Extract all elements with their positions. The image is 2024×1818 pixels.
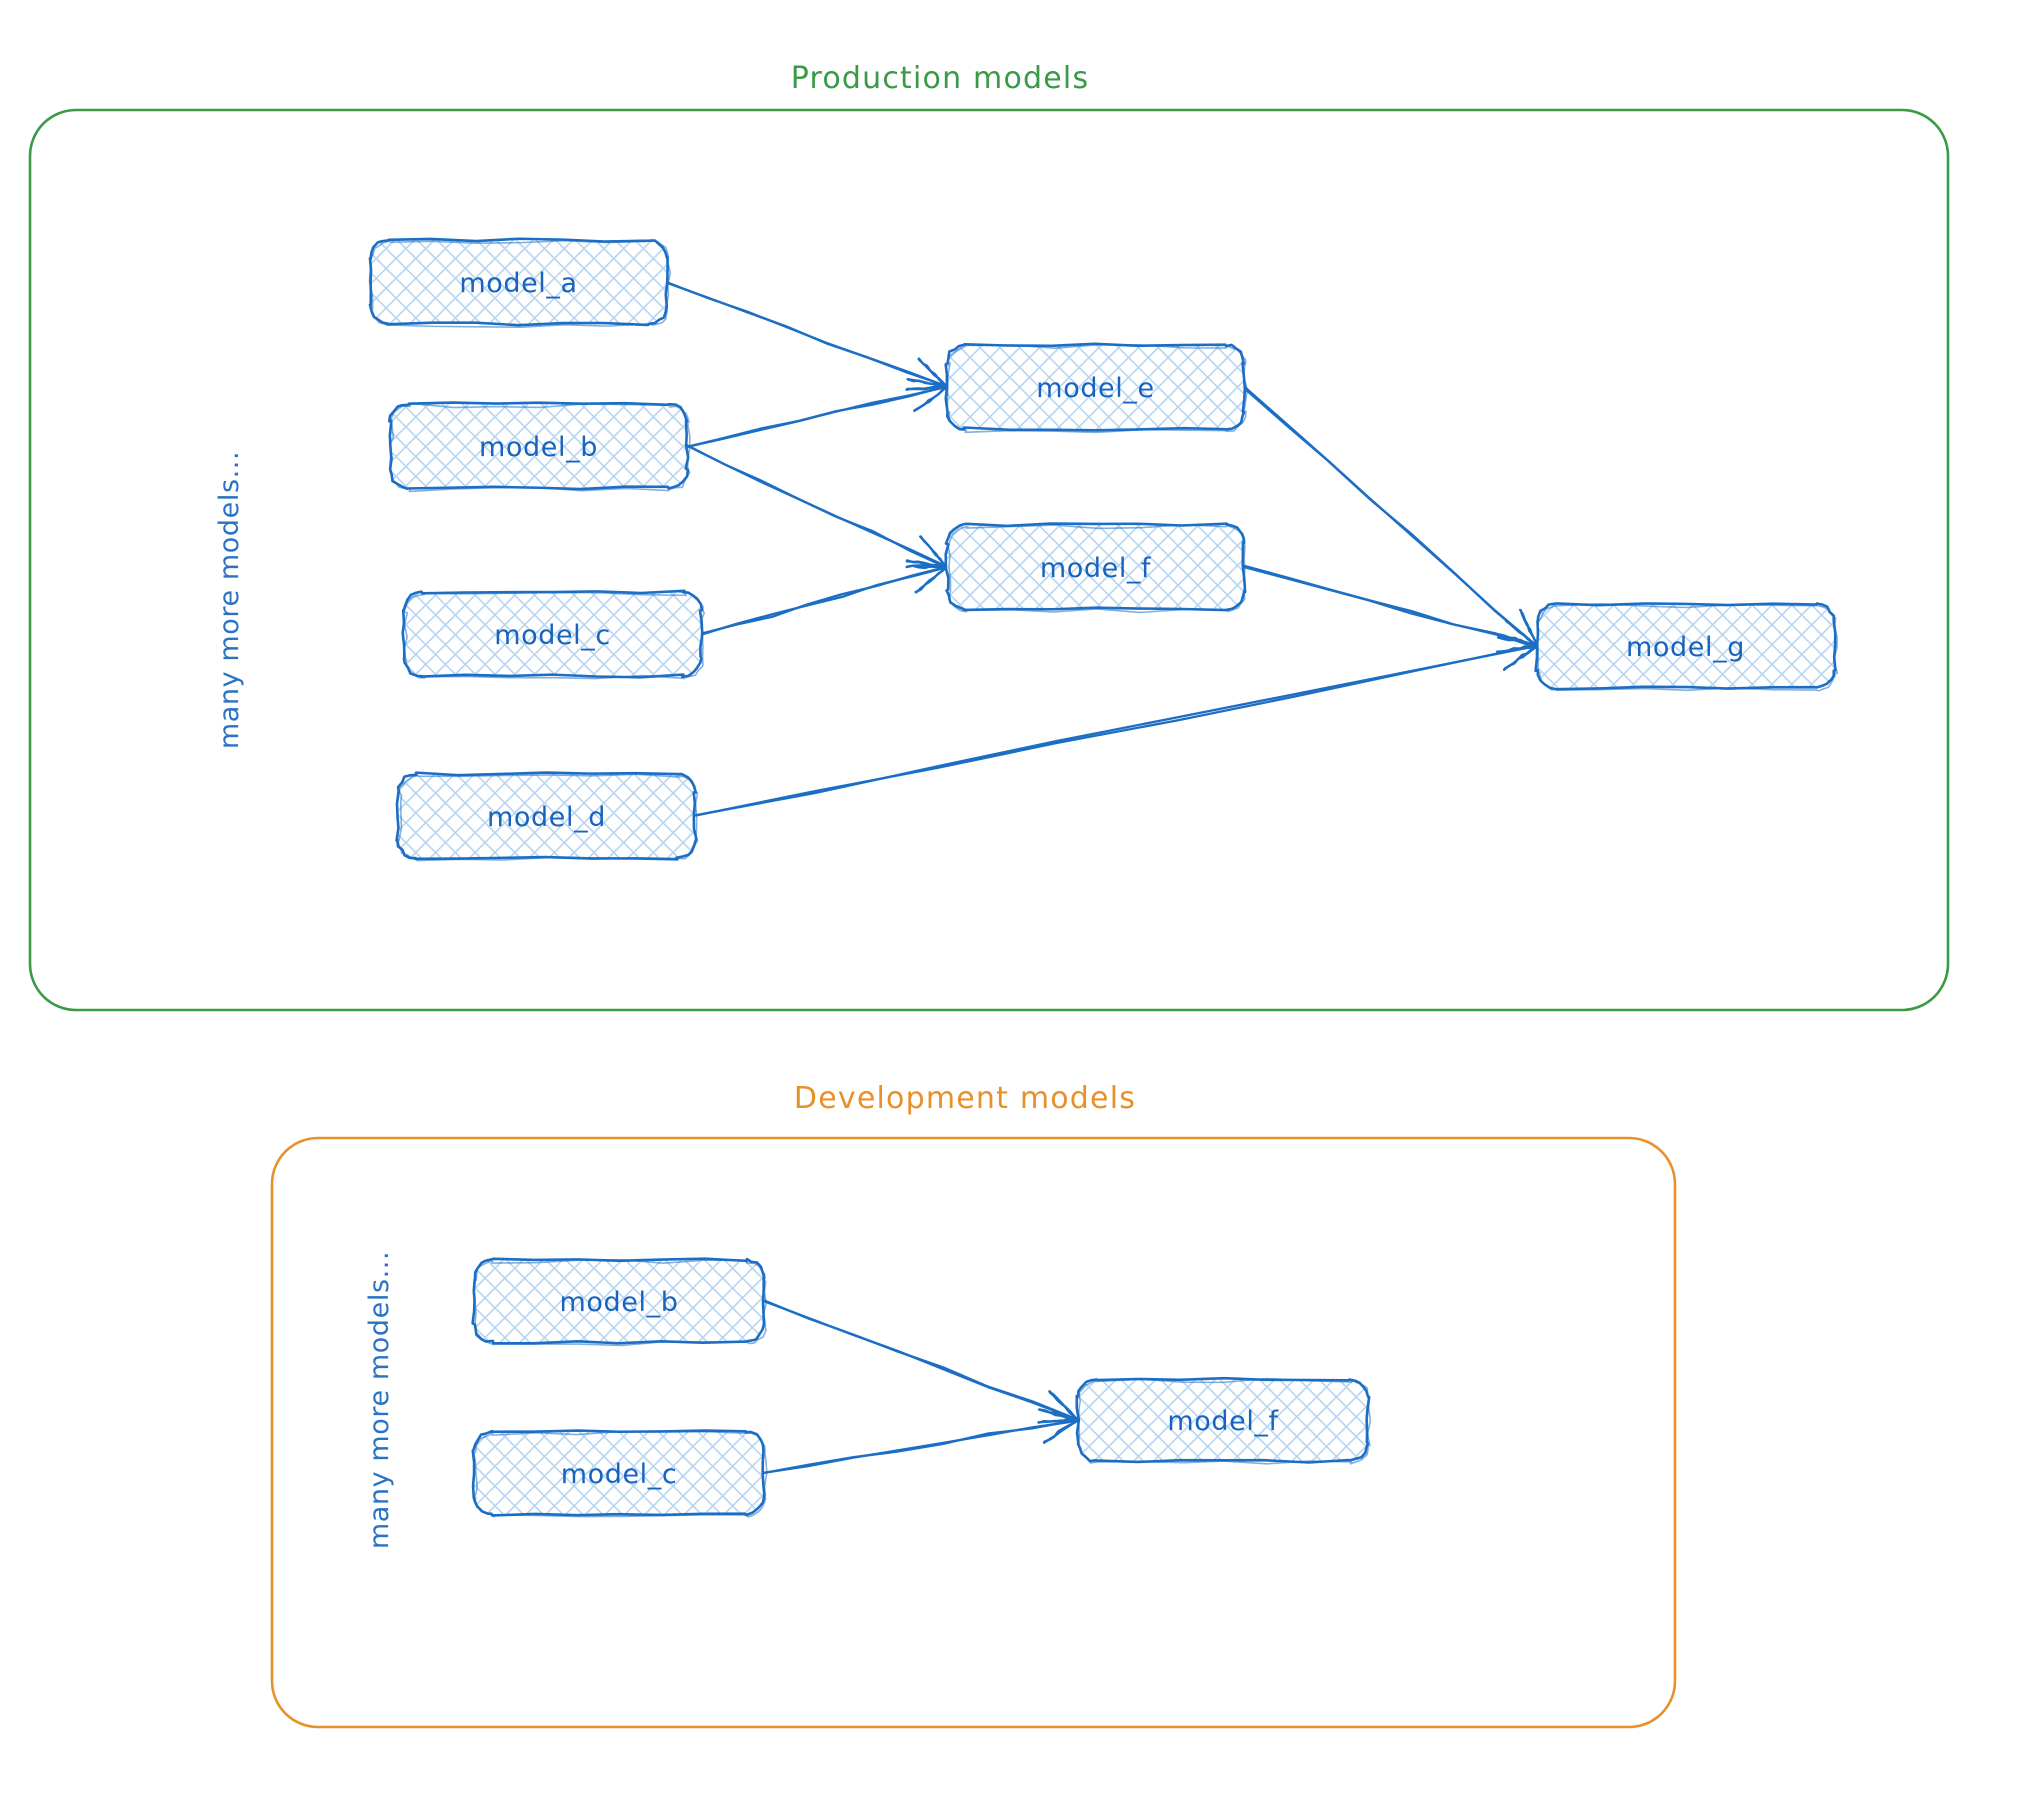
edge-dev_model_c-to-dev_model_f (762, 1408, 1080, 1475)
node-fill (404, 592, 701, 676)
node-outline (944, 342, 1247, 432)
edge-stroke (685, 385, 948, 448)
edge-stroke (762, 1418, 1079, 1475)
arrowhead-barb (1043, 1419, 1080, 1443)
node-label-model_c: model_c (494, 620, 611, 651)
node-fill (474, 1260, 764, 1342)
node-label-model_f: model_f (1040, 553, 1152, 584)
node-label-model_b: model_b (479, 432, 598, 463)
node-outline-2 (1078, 1377, 1372, 1465)
node-outline (395, 771, 698, 861)
node-outline-2 (403, 591, 706, 680)
side-label-production: many more models... (214, 451, 245, 749)
node-label-model_d: model_d (487, 802, 606, 833)
edge-dev_model_b-to-dev_model_f (762, 1299, 1080, 1424)
arrowhead-barb (1037, 1408, 1080, 1422)
node-outline-2 (397, 773, 699, 862)
node-dev_model_f[interactable]: model_f (1075, 1376, 1372, 1465)
node-label-model_a: model_a (459, 268, 577, 299)
node-fill (390, 404, 687, 488)
edge-stroke (762, 1299, 1079, 1421)
node-label-dev_model_f: model_f (1167, 1406, 1279, 1437)
edge-model_b-to-model_f (685, 443, 949, 570)
node-outline-2 (473, 1259, 768, 1347)
node-label-model_g: model_g (1626, 632, 1745, 663)
group-title-production: Production models (791, 61, 1090, 96)
arrowhead-barb (906, 378, 949, 389)
edge-stroke (1243, 564, 1539, 647)
arrowhead-barb (1496, 636, 1539, 648)
side-label-development: many more models... (364, 1251, 395, 1549)
edge-model_a-to-model_e (665, 281, 949, 391)
node-fill (1537, 604, 1834, 688)
group-development (270, 1136, 1677, 1729)
node-outline-2 (368, 239, 672, 329)
edge-stroke (699, 565, 950, 637)
node-label-dev_model_c: model_c (561, 1459, 678, 1490)
node-label-dev_model_b: model_b (560, 1287, 679, 1318)
arrowhead-barb (914, 565, 948, 594)
edge-model_d-to-model_g (694, 636, 1539, 817)
node-fill (1078, 1379, 1368, 1461)
arrowhead-barb (905, 560, 949, 569)
group-production (28, 108, 1950, 1012)
node-outline-2 (946, 523, 1247, 614)
node-outline (388, 401, 690, 491)
node-outline-2 (473, 1430, 768, 1518)
node-model_b[interactable]: model_b (388, 401, 691, 493)
node-model_f[interactable]: model_f (944, 522, 1247, 614)
node-fill (398, 774, 695, 858)
node-model_d[interactable]: model_d (395, 771, 699, 862)
node-fill (947, 345, 1244, 429)
node-model_g[interactable]: model_g (1534, 602, 1839, 692)
edge-stroke (694, 644, 1539, 817)
arrowhead-barb (917, 357, 948, 388)
edge-model_b-to-model_e (685, 378, 949, 449)
group-border-production (28, 108, 1950, 1012)
node-fill (947, 525, 1244, 609)
node-outline (1075, 1376, 1371, 1464)
group-title-development: Development models (794, 1081, 1136, 1116)
node-outline-2 (389, 402, 691, 493)
edge-stroke (1243, 385, 1539, 648)
arrowhead-barb (1503, 645, 1539, 670)
group-border-development (270, 1136, 1677, 1729)
edge-stroke (685, 444, 948, 569)
node-outline-2 (1536, 603, 1839, 692)
node-outline-2 (946, 344, 1249, 434)
arrowhead-barb (913, 386, 948, 413)
arrowhead-barb (1505, 620, 1538, 647)
node-label-model_e: model_e (1036, 373, 1154, 404)
node-dev_model_c[interactable]: model_c (471, 1429, 768, 1518)
node-model_c[interactable]: model_c (401, 589, 706, 680)
node-outline (471, 1429, 766, 1517)
node-model_a[interactable]: model_a (368, 237, 672, 329)
node-dev_model_b[interactable]: model_b (471, 1257, 768, 1347)
arrowhead-barb (919, 535, 949, 569)
node-model_e[interactable]: model_e (944, 342, 1249, 434)
arrowhead-barb (1519, 608, 1539, 647)
edge-model_c-to-model_f (699, 559, 950, 637)
arrowhead-barb (1048, 1390, 1079, 1421)
edge-stroke (665, 281, 949, 388)
node-fill (370, 240, 667, 324)
node-fill (474, 1432, 764, 1514)
